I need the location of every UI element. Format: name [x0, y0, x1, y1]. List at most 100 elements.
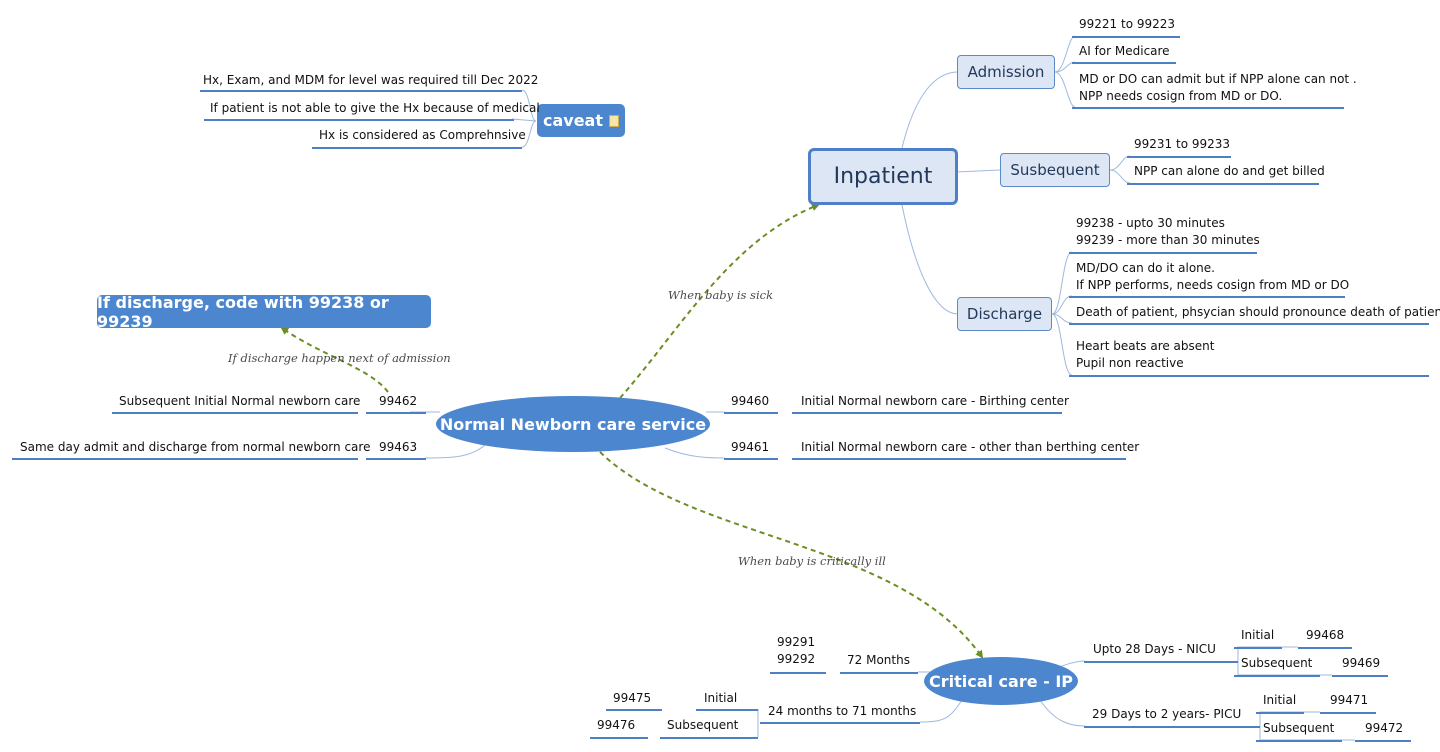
- underline: [660, 737, 758, 739]
- caveat-topic[interactable]: caveat: [537, 104, 625, 137]
- nicu-initial-code: 99468: [1306, 628, 1345, 642]
- discharge-code: 99238 - upto 30 minutes: [1076, 216, 1225, 230]
- floating-topic-label: If discharge, code with 99238 or 99239: [97, 292, 389, 331]
- underline: [312, 147, 522, 149]
- underline: [724, 412, 778, 414]
- underline: [1069, 323, 1429, 325]
- subsequent-label: Susbequent: [1010, 161, 1100, 179]
- picu-subsequent: Subsequent: [1263, 721, 1335, 735]
- nicu-subsequent: Subsequent: [1241, 656, 1313, 670]
- underline: [1234, 675, 1320, 677]
- months72-label: 72 Months: [847, 653, 910, 667]
- underline: [112, 412, 358, 414]
- months24-initial-code: 99475: [613, 691, 652, 705]
- discharge-pupil: Pupil non reactive: [1076, 356, 1184, 370]
- underline: [1320, 712, 1376, 714]
- relationship-label-sick: When baby is sick: [668, 288, 774, 302]
- underline: [792, 458, 1126, 460]
- underline: [1355, 740, 1411, 742]
- floating-topic-discharge-code[interactable]: If discharge, code with 99238 or 99239: [97, 292, 431, 331]
- code-99460: 99460: [731, 394, 770, 408]
- central-topic-label: Normal Newborn care service: [439, 414, 707, 434]
- months24-initial: Initial: [704, 691, 738, 705]
- relationship-label-critical: When baby is critically ill: [738, 554, 886, 568]
- critical-care-label: Critical care - IP: [928, 671, 1074, 691]
- underline: [1069, 252, 1257, 254]
- discharge-death: Death of patient, phsycian should pronou…: [1076, 305, 1440, 319]
- caveat-item: Hx is considered as Comprehnsive: [319, 128, 526, 142]
- underline: [760, 722, 920, 724]
- code-99461-desc: Initial Normal newborn care - other than…: [801, 440, 1140, 454]
- subsequent-topic[interactable]: Susbequent: [1000, 153, 1110, 187]
- underline: [1072, 107, 1344, 109]
- admission-note: NPP needs cosign from MD or DO.: [1079, 89, 1283, 103]
- underline: [1234, 647, 1282, 649]
- caveat-label: caveat: [542, 111, 603, 130]
- code-99462: 99462: [379, 394, 418, 408]
- discharge-topic[interactable]: Discharge: [957, 297, 1052, 331]
- underline: [590, 737, 648, 739]
- underline: [1127, 156, 1231, 158]
- months72-code: 99291: [777, 635, 816, 649]
- underline: [1256, 740, 1342, 742]
- picu-subsequent-code: 99472: [1365, 721, 1404, 735]
- underline: [366, 412, 426, 414]
- months24-subsequent-code: 99476: [597, 718, 636, 732]
- critical-care-topic[interactable]: Critical care - IP: [924, 657, 1078, 705]
- inpatient-topic[interactable]: Inpatient: [808, 148, 958, 205]
- underline: [606, 709, 662, 711]
- picu-label: 29 Days to 2 years- PICU: [1092, 707, 1242, 721]
- underline: [1069, 375, 1429, 377]
- inpatient-label: Inpatient: [833, 164, 933, 189]
- picu-initial: Initial: [1263, 693, 1297, 707]
- underline: [200, 90, 522, 92]
- underline: [204, 119, 514, 121]
- code-99461: 99461: [731, 440, 770, 454]
- discharge-code: 99239 - more than 30 minutes: [1076, 233, 1260, 247]
- underline: [1072, 36, 1180, 38]
- underline: [1084, 661, 1238, 663]
- underline: [724, 458, 778, 460]
- underline: [792, 412, 1062, 414]
- underline: [12, 458, 358, 460]
- underline: [366, 458, 426, 460]
- discharge-label: Discharge: [966, 305, 1043, 323]
- underline: [1256, 712, 1304, 714]
- code-99463: 99463: [379, 440, 418, 454]
- admission-label: Admission: [967, 63, 1045, 81]
- admission-ai: AI for Medicare: [1079, 44, 1170, 58]
- discharge-note: If NPP performs, needs cosign from MD or…: [1076, 278, 1350, 292]
- caveat-item: Hx, Exam, and MDM for level was required…: [203, 73, 539, 87]
- months24-subsequent: Subsequent: [667, 718, 739, 732]
- underline: [840, 672, 918, 674]
- relationship-sick-arrow: [619, 203, 820, 399]
- code-99462-desc: Subsequent Initial Normal newborn care: [119, 394, 361, 408]
- code-99460-desc: Initial Normal newborn care - Birthing c…: [801, 394, 1069, 408]
- nicu-subsequent-code: 99469: [1342, 656, 1381, 670]
- central-topic-normal-newborn-care[interactable]: Normal Newborn care service: [436, 396, 710, 452]
- admission-note: MD or DO can admit but if NPP alone can …: [1079, 72, 1357, 86]
- discharge-heart: Heart beats are absent: [1076, 339, 1215, 353]
- discharge-note: MD/DO can do it alone.: [1076, 261, 1215, 275]
- caveat-item: If patient is not able to give the Hx be…: [210, 101, 540, 115]
- subsequent-note: NPP can alone do and get billed: [1134, 164, 1325, 178]
- nicu-label: Upto 28 Days - NICU: [1093, 642, 1216, 656]
- underline: [1069, 296, 1345, 298]
- picu-initial-code: 99471: [1330, 693, 1369, 707]
- note-icon[interactable]: [609, 114, 619, 127]
- underline: [1084, 726, 1260, 728]
- months24-label: 24 months to 71 months: [768, 704, 917, 718]
- underline: [1072, 62, 1176, 64]
- nicu-initial: Initial: [1241, 628, 1275, 642]
- underline: [696, 709, 758, 711]
- admission-codes: 99221 to 99223: [1079, 17, 1176, 31]
- underline: [1298, 647, 1352, 649]
- months72-code: 99292: [777, 652, 816, 666]
- underline: [770, 672, 826, 674]
- code-99463-desc: Same day admit and discharge from normal…: [20, 440, 371, 454]
- subsequent-codes: 99231 to 99233: [1134, 137, 1231, 151]
- relationship-discharge-arrow: [280, 326, 389, 393]
- admission-topic[interactable]: Admission: [957, 55, 1055, 89]
- relationship-label-discharge-next: If discharge happen next of admission: [228, 351, 451, 365]
- relationship-critical-arrow: [599, 451, 984, 659]
